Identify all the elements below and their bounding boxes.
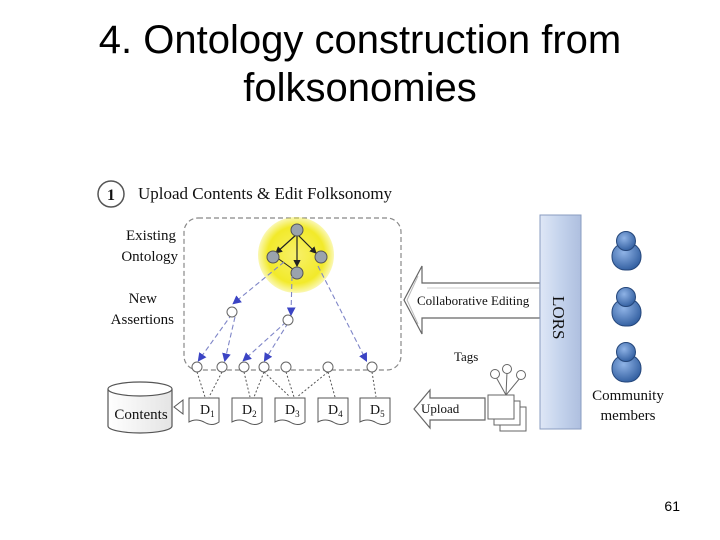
collaborative-editing-arrow: Collaborative Editing xyxy=(403,265,541,335)
document-d2: D2 xyxy=(231,397,263,425)
person-icon xyxy=(611,287,642,327)
community-members: Community members xyxy=(592,231,664,424)
ontology-glow xyxy=(258,217,334,293)
existing-ontology-label: Existing Ontology xyxy=(121,228,178,265)
svg-text:D1: D1 xyxy=(200,403,215,419)
svg-text:D3: D3 xyxy=(285,403,300,419)
document-d4: D4 xyxy=(317,397,349,425)
contents-database: Contents xyxy=(107,381,184,434)
slide-title-line2: folksonomies xyxy=(243,66,477,110)
document-d3: D3 xyxy=(274,397,306,425)
person-icon xyxy=(611,231,642,271)
ontology-node-top xyxy=(290,223,304,237)
documents: D1 D2 D3 D4 D5 xyxy=(188,397,391,425)
ontology-node-left xyxy=(266,250,280,264)
new-assertions-line2: Assertions xyxy=(111,312,174,328)
tagged-documents-icon xyxy=(487,364,527,432)
existing-ontology-line2: Ontology xyxy=(121,249,178,265)
upload-label: Upload xyxy=(421,401,460,416)
assertion-nodes xyxy=(226,306,294,326)
svg-text:D2: D2 xyxy=(242,403,257,419)
tags-label: Tags xyxy=(454,349,478,364)
step-number: 1 xyxy=(107,187,115,204)
new-assertion-arrows xyxy=(197,261,368,363)
lors-label: LORS xyxy=(549,296,568,339)
document-d5: D5 xyxy=(359,397,391,425)
upload-arrow: Upload xyxy=(413,388,486,430)
ontology-node-right xyxy=(314,250,328,264)
step-title: Upload Contents & Edit Folksonomy xyxy=(138,184,393,203)
existing-ontology-graph xyxy=(258,217,334,293)
contents-label: Contents xyxy=(114,407,167,423)
person-icon xyxy=(611,342,642,383)
slide-title-line1: 4. Ontology construction from xyxy=(98,18,622,62)
svg-text:D5: D5 xyxy=(370,403,385,419)
new-assertions-line1: New xyxy=(129,291,157,307)
collaborative-editing-label: Collaborative Editing xyxy=(417,293,530,308)
ontology-node-bottom xyxy=(290,266,304,280)
community-label-line2: members xyxy=(601,408,656,424)
community-label-line1: Community xyxy=(592,388,664,404)
new-assertions-label: New Assertions xyxy=(111,291,174,328)
lors-panel: LORS xyxy=(539,214,582,430)
ontology-region xyxy=(183,217,402,371)
slide-title: 4. Ontology construction from folksonomi… xyxy=(0,16,720,112)
step-number-circle xyxy=(97,180,125,208)
existing-ontology-line1: Existing xyxy=(126,228,177,244)
tag-nodes xyxy=(191,361,378,398)
document-d1: D1 xyxy=(188,397,220,425)
step-header: 1 Upload Contents & Edit Folksonomy xyxy=(97,180,393,208)
page-number: 61 xyxy=(664,498,680,514)
svg-text:D4: D4 xyxy=(328,403,343,419)
